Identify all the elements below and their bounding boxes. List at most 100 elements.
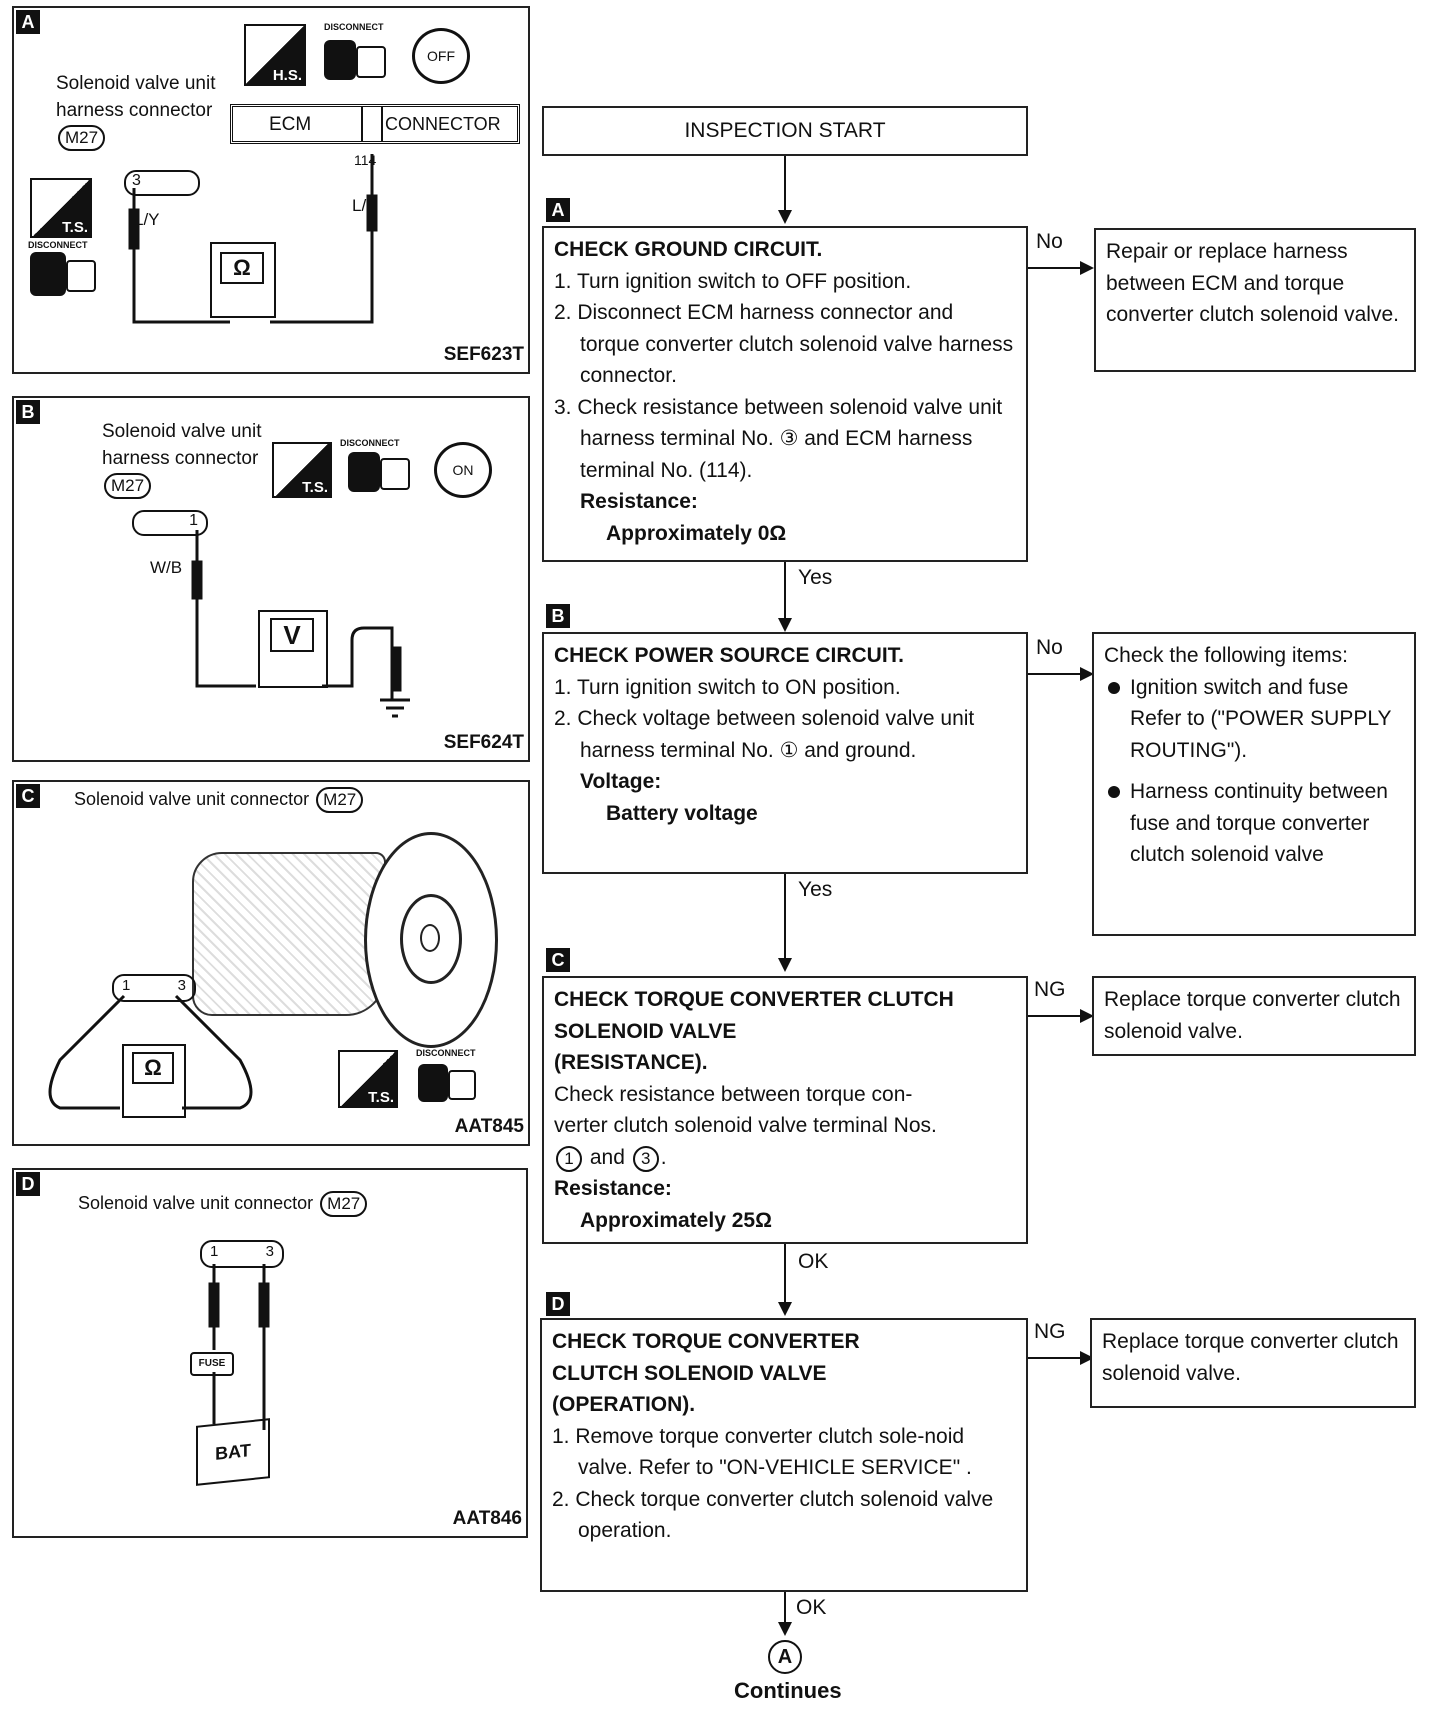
step-c-box: CHECK TORQUE CONVERTER CLUTCH SOLENOID V…	[542, 976, 1028, 1244]
disconnect-icon	[418, 1064, 448, 1102]
step-a-fail-text: Repair or replace harness between ECM an…	[1106, 240, 1399, 326]
panel-b-title: Solenoid valve unit harness connector M2…	[102, 418, 262, 499]
connector-badge: M27	[316, 787, 364, 813]
inspection-start-box: INSPECTION START	[542, 106, 1028, 156]
step-b-spec-label: Voltage:	[580, 770, 662, 793]
step-a-box: CHECK GROUND CIRCUIT. 1. Turn ignition s…	[542, 226, 1028, 562]
step-c-fail-text: Replace torque converter clutch solenoid…	[1104, 988, 1401, 1043]
panel-tag-a: A	[16, 10, 40, 34]
hs-icon: H.S.	[244, 24, 306, 86]
step-c-title-2: SOLENOID VALVE	[554, 1019, 737, 1043]
disconnect-label: DISCONNECT	[28, 240, 88, 250]
disconnect-plug-icon	[448, 1070, 476, 1100]
ecm-connector: ECM CONNECTOR	[230, 104, 520, 144]
step-c-fail-label: NG	[1034, 978, 1066, 1001]
step-b-fail-label: No	[1036, 636, 1063, 659]
step-b-spec-value: Battery voltage	[606, 801, 758, 825]
panel-a-title: Solenoid valve unit harness connector M2…	[56, 70, 216, 151]
solenoid-connector: 1 3	[112, 974, 196, 1002]
figure-code-d: AAT846	[452, 1508, 522, 1529]
step-c-title-1: CHECK TORQUE CONVERTER CLUTCH	[554, 988, 954, 1011]
step-d-box: CHECK TORQUE CONVERTER CLUTCH SOLENOID V…	[540, 1318, 1028, 1592]
panel-c: C Solenoid valve unit connector M27 1 3 …	[12, 780, 530, 1146]
ohmmeter: Ω	[210, 242, 276, 318]
step-d-fail-box: Replace torque converter clutch solenoid…	[1090, 1318, 1416, 1408]
step-b-fail-bullet-1: Ignition switch and fuse Refer to ("POWE…	[1104, 672, 1404, 767]
step-a-item-3: 3. Check resistance between solenoid val…	[554, 395, 1003, 482]
step-c-body-2: verter clutch solenoid valve terminal No…	[554, 1114, 937, 1137]
step-a-item-1: 1. Turn ignition switch to OFF position.	[554, 269, 912, 293]
step-c-spec-value: Approximately 25Ω	[580, 1208, 772, 1232]
step-c-pass-label: OK	[798, 1250, 829, 1273]
step-c-terminals: 1 and 3.	[554, 1142, 1016, 1174]
step-d-item-2: 2. Check torque converter clutch solenoi…	[552, 1487, 994, 1543]
disconnect-label: DISCONNECT	[416, 1048, 476, 1058]
step-d-title-3: (OPERATION).	[552, 1393, 696, 1416]
solenoid-connector: 3	[124, 170, 200, 196]
solenoid-connector: 1	[132, 510, 208, 536]
connector-badge: M27	[58, 125, 106, 151]
step-b-fail-head: Check the following items:	[1104, 644, 1348, 667]
figure-code-c: AAT845	[454, 1116, 524, 1137]
step-b-box: CHECK POWER SOURCE CIRCUIT. 1. Turn igni…	[542, 632, 1028, 874]
key-on-icon: ON	[434, 442, 492, 498]
step-tag-d: D	[546, 1292, 570, 1316]
step-d-fail-label: NG	[1034, 1320, 1066, 1343]
inspection-start-label: INSPECTION START	[684, 119, 886, 142]
step-c-title-3: (RESISTANCE).	[554, 1051, 708, 1074]
step-d-title-1: CHECK TORQUE CONVERTER	[552, 1330, 860, 1353]
step-a-title: CHECK GROUND CIRCUIT.	[554, 238, 823, 261]
step-b-item-1: 1. Turn ignition switch to ON position.	[554, 675, 901, 699]
step-b-pass-label: Yes	[798, 878, 833, 901]
continues-label: Continues	[734, 1678, 842, 1703]
step-a-item-2: 2. Disconnect ECM harness connector and …	[554, 301, 1014, 387]
step-b-fail-box: Check the following items: Ignition swit…	[1092, 632, 1416, 936]
panel-tag-b: B	[16, 400, 40, 424]
step-c-fail-box: Replace torque converter clutch solenoid…	[1092, 976, 1416, 1056]
transmission-illustration	[132, 822, 498, 1072]
step-d-title-2: CLUTCH SOLENOID VALVE	[552, 1361, 827, 1385]
disconnect-icon: DISCONNECT	[340, 438, 420, 504]
panel-tag-d: D	[16, 1172, 40, 1196]
step-d-pass-label: OK	[796, 1596, 827, 1619]
figure-code-a: SEF623T	[443, 344, 524, 365]
continue-marker: A	[768, 1640, 802, 1674]
step-tag-b: B	[546, 604, 570, 628]
panel-d-title: Solenoid valve unit connector M27	[78, 1190, 369, 1217]
panel-b: B Solenoid valve unit harness connector …	[12, 396, 530, 762]
step-tag-c: C	[546, 948, 570, 972]
panel-c-title: Solenoid valve unit connector M27	[74, 786, 365, 813]
panel-d: D Solenoid valve unit connector M27 1 3 …	[12, 1168, 528, 1538]
step-d-fail-text: Replace torque converter clutch solenoid…	[1102, 1330, 1399, 1385]
solenoid-connector: 1 3	[200, 1240, 284, 1268]
key-off-icon: OFF	[412, 28, 470, 84]
panel-a: A Solenoid valve unit harness connector …	[12, 6, 530, 374]
figure-code-b: SEF624T	[443, 732, 524, 753]
disconnect-icon-2	[30, 252, 66, 296]
step-b-fail-bullet-2: Harness continuity between fuse and torq…	[1104, 776, 1404, 871]
ts-icon: T.S.	[338, 1050, 398, 1108]
step-a-fail-label: No	[1036, 230, 1063, 253]
step-d-item-1: 1. Remove torque converter clutch sole-n…	[552, 1424, 972, 1480]
ts-icon: T.S.	[30, 178, 92, 238]
wire-label: W/B	[150, 558, 183, 577]
fuse: FUSE	[190, 1352, 234, 1376]
step-b-title: CHECK POWER SOURCE CIRCUIT.	[554, 644, 905, 667]
ts-icon: T.S.	[272, 442, 332, 498]
disconnect-plug-icon	[66, 260, 96, 292]
ohmmeter: Ω	[122, 1044, 186, 1118]
step-tag-a: A	[546, 198, 570, 222]
step-a-pass-label: Yes	[798, 566, 833, 589]
connector-badge: M27	[104, 473, 152, 499]
connector-badge: M27	[320, 1191, 368, 1217]
disconnect-icon: DISCONNECT	[316, 22, 396, 88]
step-a-spec-value: Approximately 0Ω	[606, 521, 787, 545]
voltmeter: V	[258, 610, 328, 688]
panel-tag-c: C	[16, 784, 40, 808]
step-a-spec-label: Resistance:	[580, 490, 698, 513]
wire-label-1: L/Y	[134, 210, 160, 229]
step-c-body-1: Check resistance between torque con-	[554, 1082, 913, 1106]
step-c-spec-label: Resistance:	[554, 1177, 672, 1200]
step-a-fail-box: Repair or replace harness between ECM an…	[1094, 228, 1416, 372]
